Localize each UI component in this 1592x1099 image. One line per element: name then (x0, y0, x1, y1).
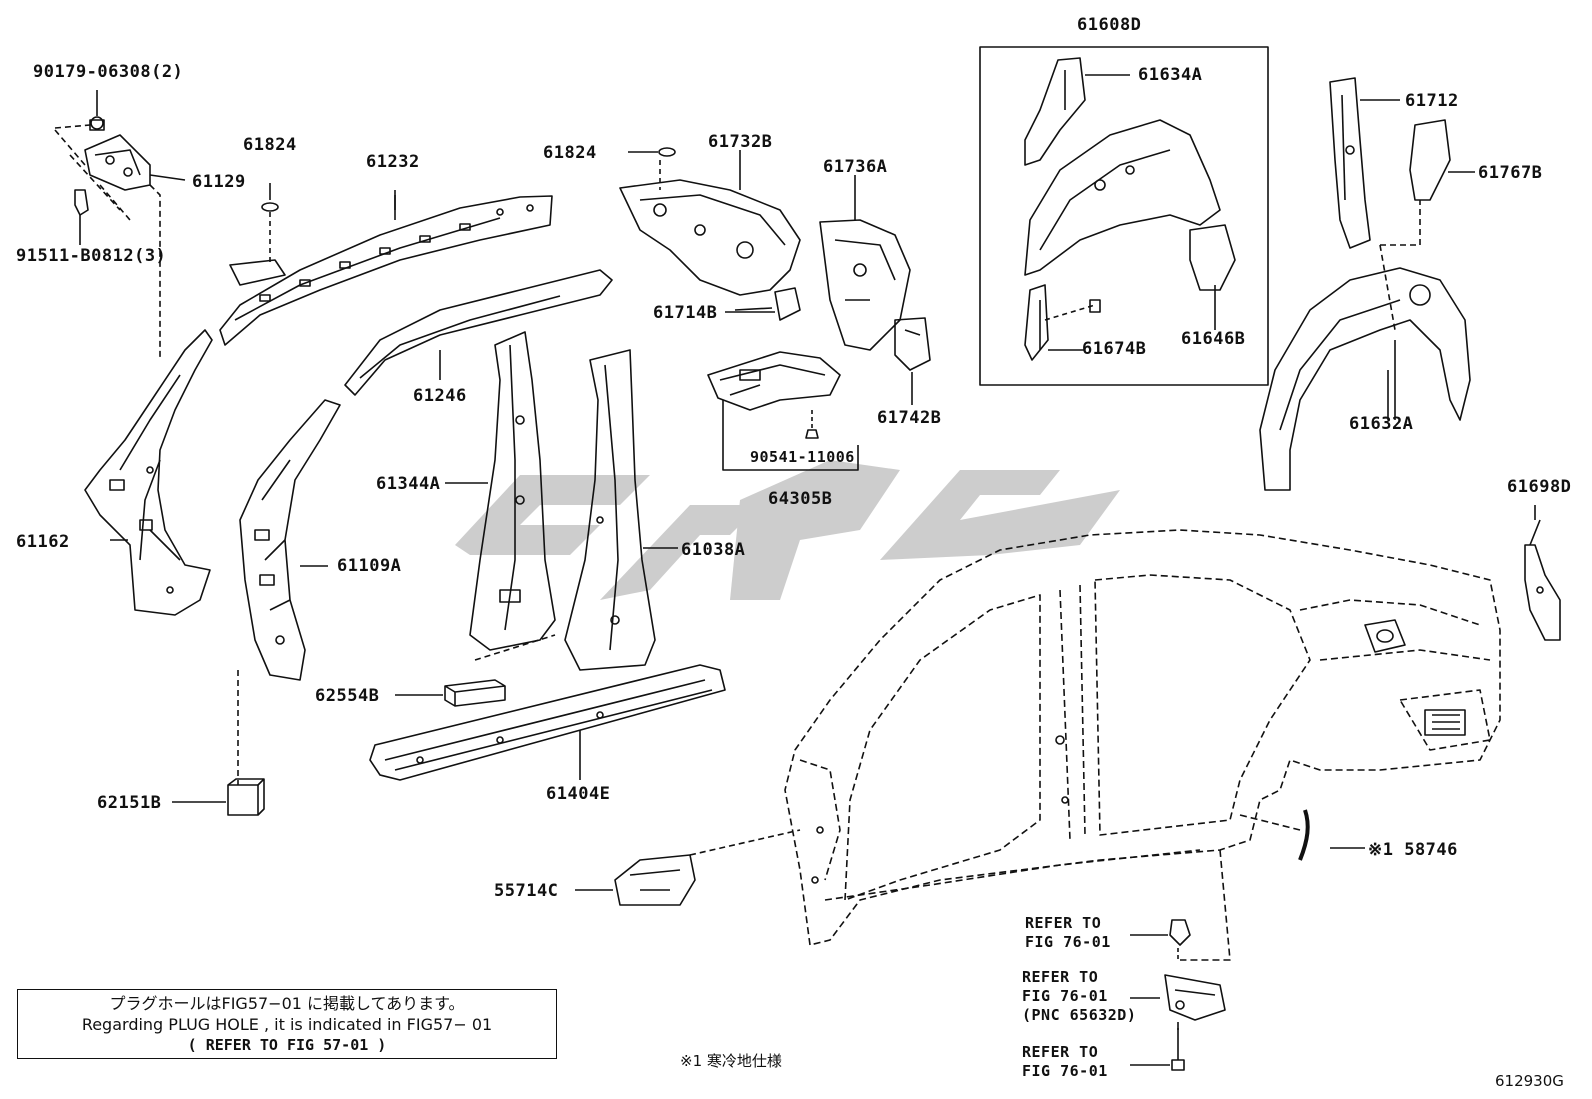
label-61246: 61246 (413, 386, 467, 406)
part-61232-roof-rail (219, 195, 553, 346)
part-61767b (1409, 119, 1475, 201)
label-61404e: 61404E (546, 784, 611, 804)
label-61162: 61162 (16, 532, 70, 552)
part-61129-bracket (54, 116, 186, 360)
part-61038a-center-pillar-outer (564, 349, 678, 671)
part-61608d-wheelhouse (1024, 119, 1221, 276)
label-61674b: 61674B (1082, 339, 1147, 359)
label-61698d: 61698D (1507, 477, 1572, 497)
label-61632a: 61632A (1349, 414, 1414, 434)
label-61824-right: 61824 (543, 143, 597, 163)
label-90179: 90179-06308(2) (33, 62, 184, 82)
label-refer-1a: REFER TO (1025, 914, 1102, 932)
label-61767b: 61767B (1478, 163, 1543, 183)
label-refer-1b: FIG 76-01 (1025, 933, 1111, 951)
part-61698d (1524, 519, 1561, 641)
label-61736a: 61736A (823, 157, 888, 177)
part-splash-shield (1130, 974, 1226, 1021)
label-61232: 61232 (366, 152, 420, 172)
label-61742b: 61742B (877, 408, 942, 428)
label-62554b: 62554B (315, 686, 380, 706)
part-61634a (1024, 57, 1130, 166)
label-61109a: 61109A (337, 556, 402, 576)
part-61712 (1329, 77, 1400, 249)
label-61712: 61712 (1405, 91, 1459, 111)
part-61162-front-pillar (84, 329, 213, 616)
label-61608d: 61608D (1077, 15, 1142, 35)
car-body-side-outline (784, 529, 1501, 961)
part-61646b (1189, 224, 1236, 330)
box-61608d (979, 46, 1269, 386)
label-61824-left: 61824 (243, 135, 297, 155)
part-61109a-pillar-inner (237, 399, 341, 785)
part-bolt-refer (1130, 1022, 1185, 1071)
leader-lines (79, 90, 1536, 541)
label-61714b: 61714B (653, 303, 718, 323)
label-61634a: 61634A (1138, 65, 1203, 85)
part-61824-plug-right (628, 147, 676, 190)
label-61038a: 61038A (681, 540, 746, 560)
part-61344a-center-pillar (445, 331, 556, 661)
part-61736a (819, 175, 911, 351)
part-61824-plug-left (261, 183, 279, 265)
label-61344a: 61344A (376, 474, 441, 494)
part-62151b-block (172, 778, 265, 816)
label-refer-3a: REFER TO (1022, 1043, 1099, 1061)
part-61742b (894, 317, 931, 405)
watermark-logo (455, 460, 1120, 600)
label-90541: 90541-11006 (750, 448, 855, 466)
part-61714b (725, 287, 801, 321)
part-55714c (575, 829, 801, 906)
part-61632a-wheelhouse (1259, 200, 1471, 491)
label-refer-2a: REFER TO (1022, 968, 1099, 986)
car-body-details (811, 619, 1466, 884)
label-61129: 61129 (192, 172, 246, 192)
part-64305b-bracket (707, 351, 859, 471)
figure-number: 612930G (1495, 1072, 1564, 1090)
label-64305b: 64305B (768, 489, 833, 509)
footnote-cold-climate: ※1 寒冷地仕様 (680, 1052, 782, 1070)
note-line-1: プラグホールはFIG57−01 に掲載してあります。 (109, 994, 465, 1013)
label-refer-2b: FIG 76-01 (1022, 987, 1108, 1005)
part-58746 (1298, 809, 1365, 861)
plug-hole-note: プラグホールはFIG57−01 に掲載してあります。 Regarding PLU… (17, 989, 557, 1059)
label-55714c: 55714C (494, 881, 559, 901)
label-62151b: 62151B (97, 793, 162, 813)
note-line-3: ( REFER TO FIG 57-01 ) (187, 1036, 387, 1054)
part-clip-refer (1130, 919, 1191, 960)
label-61732b: 61732B (708, 132, 773, 152)
label-61646b: 61646B (1181, 329, 1246, 349)
note-line-2: Regarding PLUG HOLE , it is indicated in… (81, 1015, 493, 1034)
label-refer-2c: (PNC 65632D) (1022, 1006, 1137, 1024)
part-90541-clip (805, 410, 819, 439)
part-61246-roof-inner (344, 269, 613, 396)
part-62554b-foam (395, 679, 506, 707)
label-58746: ※1 58746 (1368, 840, 1458, 860)
label-refer-3b: FIG 76-01 (1022, 1062, 1108, 1080)
label-91511: 91511-B0812(3) (16, 246, 167, 266)
part-61732b-quarter-upper (619, 150, 801, 296)
part-61404e-rocker (369, 664, 726, 781)
